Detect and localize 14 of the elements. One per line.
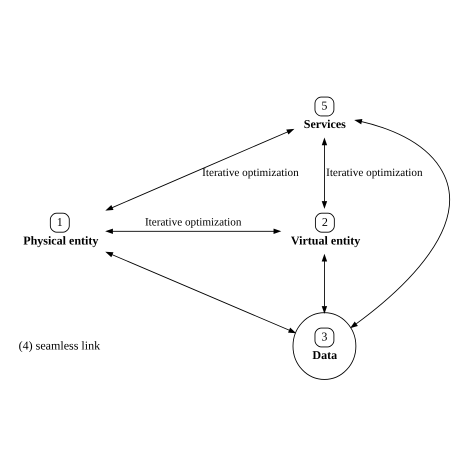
arrow bbox=[322, 137, 328, 208]
edge-label: Iterative optimization bbox=[326, 166, 423, 179]
node-label: Physical entity bbox=[23, 232, 98, 247]
arrow bbox=[322, 253, 328, 314]
edge-label: Iterative optimization bbox=[202, 166, 299, 179]
arrow bbox=[105, 228, 282, 234]
edge-label: Iterative optimization bbox=[144, 216, 242, 228]
arrow bbox=[105, 251, 296, 333]
node-label: Services bbox=[304, 116, 346, 131]
node-circle: 3 Data bbox=[292, 312, 356, 380]
arrow bbox=[350, 118, 450, 328]
node-label: Virtual entity bbox=[290, 232, 360, 247]
legend-label: (4) seamless link bbox=[18, 338, 100, 352]
arrow bbox=[105, 128, 294, 210]
